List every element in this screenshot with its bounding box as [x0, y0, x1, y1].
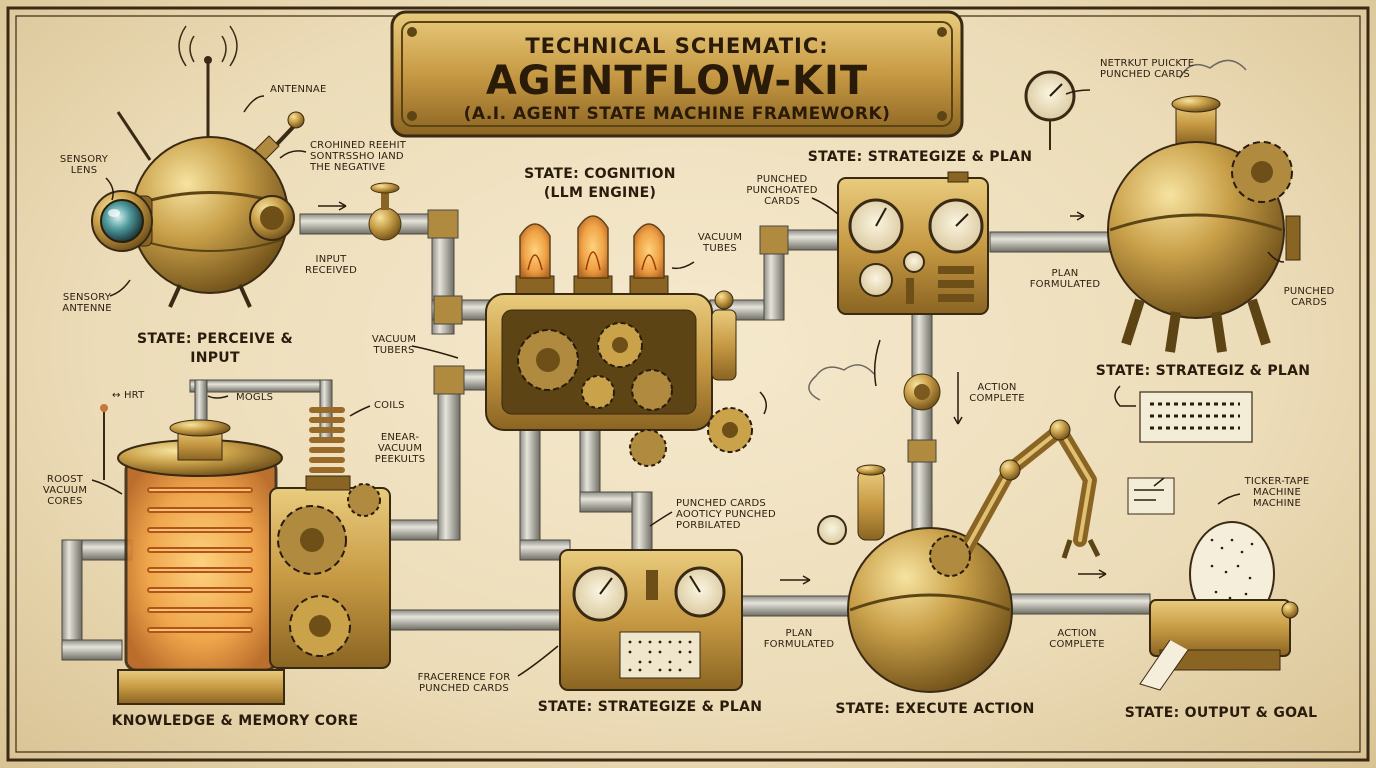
- state-strategize-top-label: STATE: STRATEGIZE & PLAN: [807, 149, 1033, 165]
- state-execute-label: STATE: EXECUTE ACTION: [835, 701, 1035, 717]
- vacuum-tube-right: [629, 223, 669, 297]
- vacuum-tube-left: [515, 223, 555, 297]
- state-strategize-bottom-label: STATE: STRATEGIZE & PLAN: [537, 699, 763, 715]
- label-netrkut: NETRKUT PUICKTE PUNCHED CARDS: [1100, 58, 1195, 80]
- label-punched-cards-right: PUNCHED CARDS: [1283, 286, 1335, 308]
- label-punched-cards-mid: PUNCHED CARDS AOOTICY PUNCHED PORBILATED: [676, 498, 776, 531]
- title-plaque-text: TECHNICAL SCHEMATIC: AGENTFLOW-KIT (A.I.…: [392, 12, 962, 136]
- label-sensory-lens: SENSORY LENS: [59, 154, 109, 176]
- mid-valve: [903, 373, 941, 411]
- annotation-arrows: [91, 89, 1285, 677]
- label-hrt: ↔ HRT: [112, 390, 145, 401]
- label-mogls: MOGLS: [236, 392, 274, 403]
- perceive-machine: [91, 25, 305, 308]
- label-action-complete-bottom: ACTION COMPLETE: [1049, 628, 1105, 650]
- label-vacuum-tubes: VACUUM TUBES: [697, 232, 743, 254]
- label-sensory-antenne: SENSORY ANTENNE: [62, 292, 112, 314]
- memory-core-label: KNOWLEDGE & MEMORY CORE: [111, 713, 359, 729]
- state-strategiz-right-label: STATE: STRATEGIZ & PLAN: [1095, 363, 1311, 379]
- label-antennae: ANTENNAE: [270, 84, 327, 95]
- header-subtitle: (A.I. AGENT STATE MACHINE FRAMEWORK): [463, 104, 891, 124]
- title-plaque: [390, 10, 964, 138]
- label-combined-note: CROHINED REEHIT SONTRSSHO IAND THE NEGAT…: [310, 140, 407, 173]
- ticker-tape-machine: [1127, 477, 1299, 691]
- label-fracerence: FRACERENCE FOR PUNCHED CARDS: [417, 672, 511, 694]
- cognition-machine: [485, 215, 753, 467]
- vacuum-tube-center: [573, 215, 613, 297]
- execute-machine: [808, 364, 1101, 693]
- label-plan-formulated-bottom: PLAN FORMULATED: [763, 628, 835, 650]
- state-perceive-label: STATE: PERCEIVE & INPUT: [136, 331, 294, 366]
- label-roost-vacuum: ROOST VACUUM CORES: [42, 474, 88, 507]
- strategize-panel-top: [837, 171, 989, 315]
- label-punched-punchoated: PUNCHED PUNCHOATED CARDS: [746, 174, 818, 207]
- label-plan-formulated-top: PLAN FORMULATED: [1029, 268, 1101, 290]
- header-title: AGENTFLOW-KIT: [485, 58, 869, 104]
- input-valve: [368, 182, 402, 241]
- label-vacuum-tubers: VACUUM TUBERS: [371, 334, 417, 356]
- right-vessel: [1024, 59, 1301, 353]
- label-input-received: INPUT RECEIVED: [305, 254, 357, 276]
- strategize-panel-bottom: [559, 549, 743, 691]
- label-coils: COILS: [374, 400, 405, 411]
- label-enear-vacuum: ENEAR- VACUUM PEEKULTS: [374, 432, 426, 465]
- label-action-complete-mid: ACTION COMPLETE: [969, 382, 1025, 404]
- punched-card-sketch: [1139, 391, 1253, 443]
- header-line-1: TECHNICAL SCHEMATIC:: [525, 34, 829, 58]
- memory-core: [100, 404, 391, 705]
- label-ticker-tape: TICKER-TAPE MACHINE MACHINE: [1244, 476, 1310, 509]
- state-output-label: STATE: OUTPUT & GOAL: [1124, 705, 1318, 721]
- state-cognition-label: STATE: COGNITION (LLM ENGINE): [524, 166, 676, 201]
